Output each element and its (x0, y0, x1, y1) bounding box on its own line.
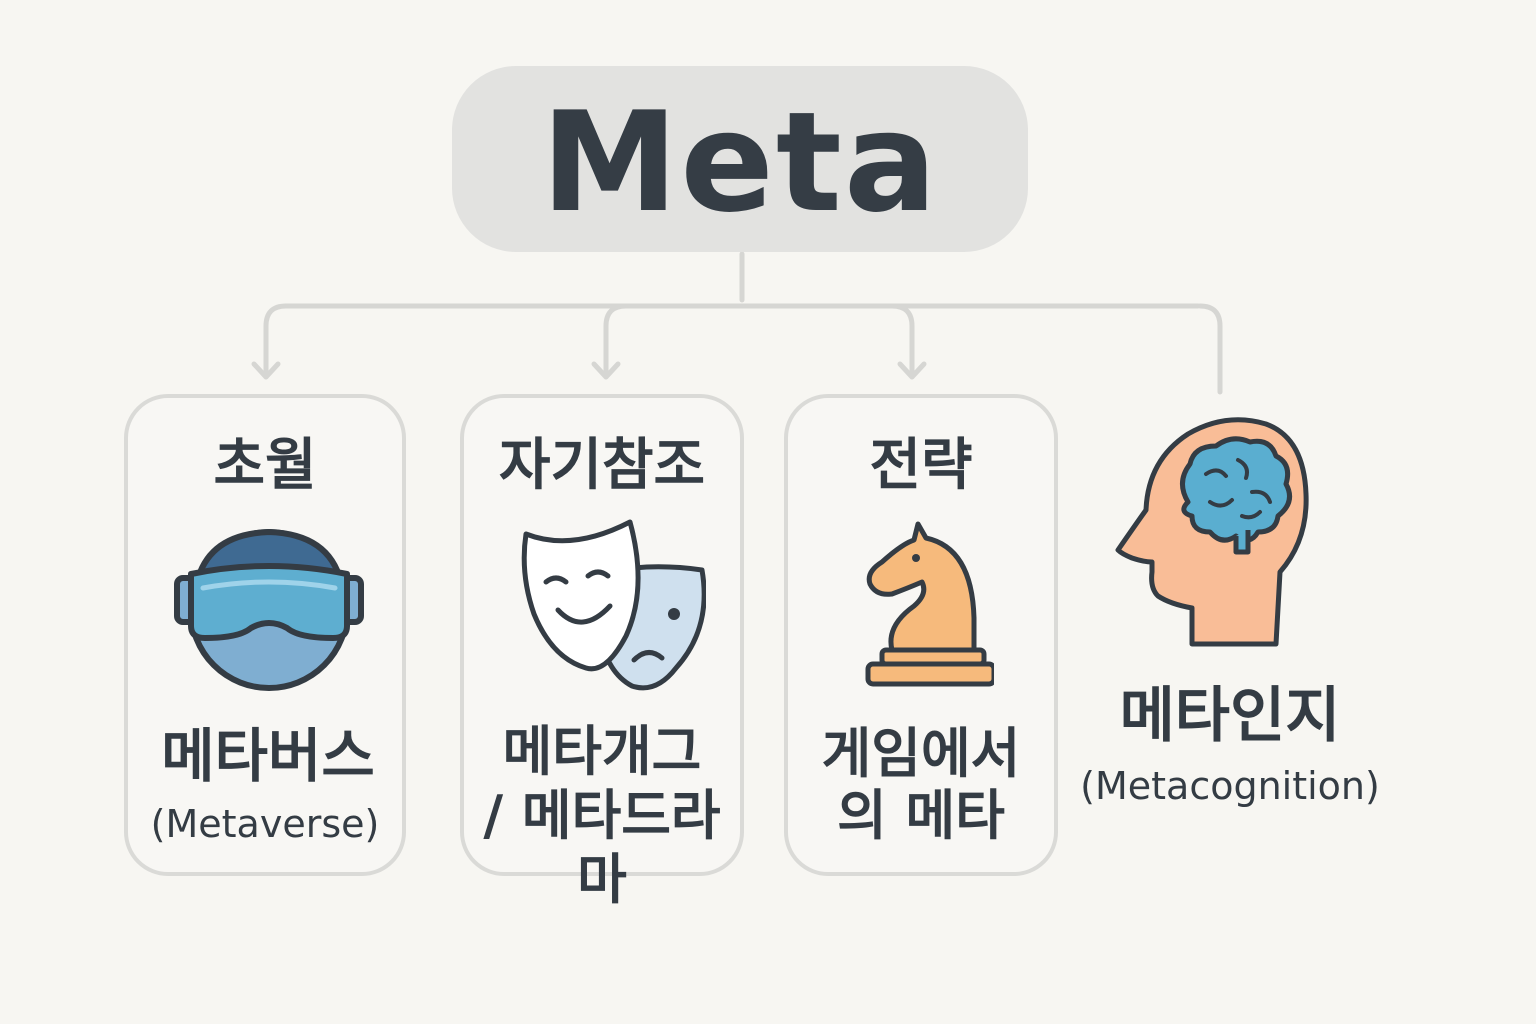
arrowhead-1 (251, 361, 281, 380)
card-strategy: 전략 게임에서 의 메타 (784, 394, 1058, 876)
branch-line-4 (1197, 303, 1223, 395)
root-node: Meta (452, 66, 1028, 252)
card-category: 자기참조 (498, 433, 706, 498)
head-brain-icon (1115, 417, 1309, 647)
card-metaverse: 초월 메타버스 (Metaverse) (124, 394, 406, 876)
card-name-line2: / 메타드라마 (483, 784, 721, 911)
card-self-reference: 자기참조 메타개그 / 메타드라마 (460, 394, 744, 911)
root-title: Meta (540, 82, 939, 243)
theater-masks-icon (521, 519, 706, 691)
metacognition-name: 메타인지 (1119, 681, 1341, 751)
card-category: 전략 (869, 433, 973, 498)
arrowhead-2 (591, 361, 621, 380)
arrowhead-3 (897, 361, 927, 380)
card-category: 초월 (213, 433, 317, 498)
vr-headset-icon (174, 529, 364, 691)
chess-knight-icon (865, 521, 994, 687)
card-name-line2: 의 메타 (837, 784, 1005, 847)
branch-line-3 (889, 303, 915, 375)
card-name-line1: 게임에서 (821, 722, 1021, 785)
card-name-line1: 메타개그 (502, 720, 702, 783)
metacognition-subtitle: (Metacognition) (1080, 764, 1380, 808)
card-name: 메타버스 (161, 722, 375, 790)
branch-line-1 (263, 303, 289, 375)
branch-line-2 (603, 303, 629, 375)
card-subtitle: (Metaverse) (150, 802, 380, 846)
